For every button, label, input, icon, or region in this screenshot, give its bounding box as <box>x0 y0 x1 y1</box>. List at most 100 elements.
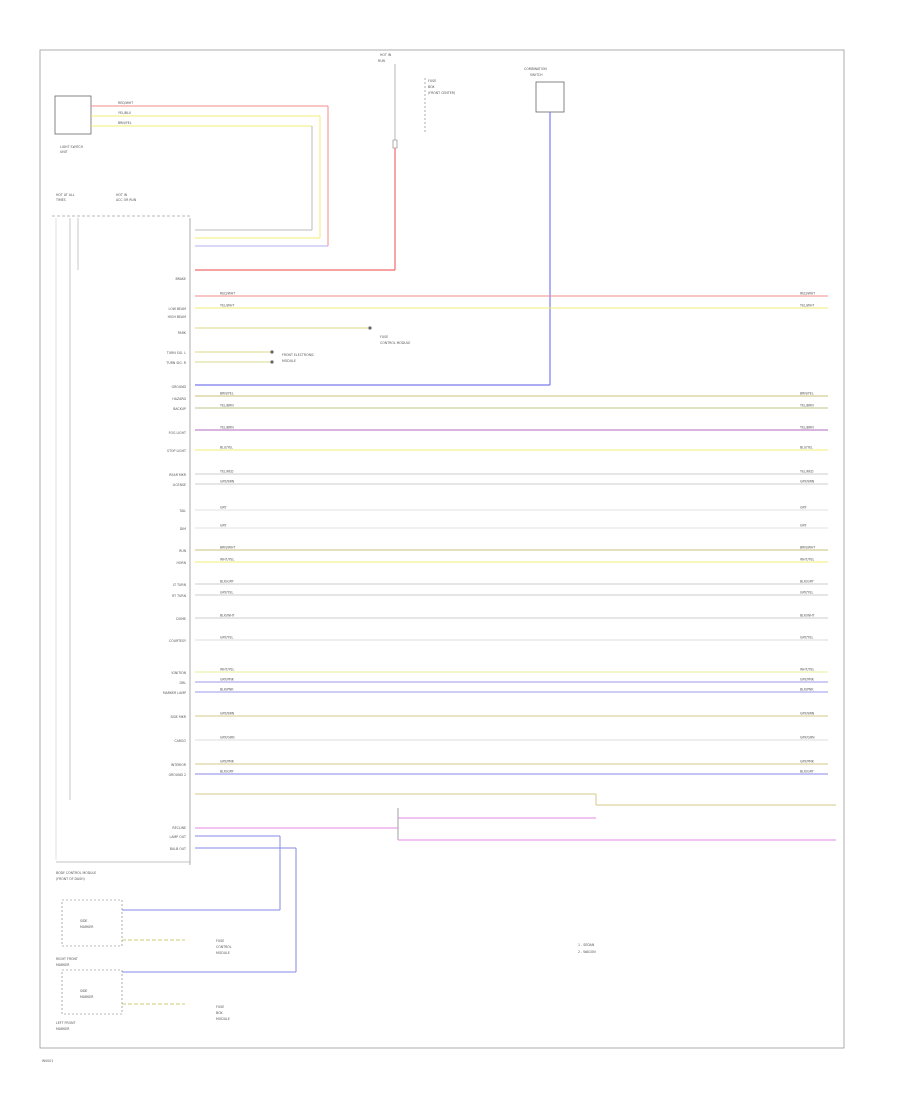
wire-21-code-left: GRY/PNK <box>220 760 235 764</box>
fuse-top-hdr-1: HOT IN <box>380 53 392 57</box>
wire-10-code-left: BRN/WHT <box>220 546 235 550</box>
row-label-12: LICENSE <box>173 483 186 487</box>
row-label-11: REAR MKR <box>169 473 186 477</box>
wire-6-code-right: YEL/RED <box>800 470 814 474</box>
fuse-low-a-1: FUSE <box>216 939 224 943</box>
wire-14-code-right: BLK/WHT <box>800 614 815 618</box>
row-label-15: RUN <box>179 549 187 553</box>
light-switch-label-2: UNIT <box>60 150 68 154</box>
hdr-a-1: HOT AT ALL <box>56 193 75 197</box>
wire-10-code-right: BRN/WHT <box>800 546 815 550</box>
row-label-27: GROUND 2 <box>169 773 186 777</box>
wire-0-code-right: RED/WHT <box>800 292 815 296</box>
wire-13-code-right: GRY/YEL <box>800 591 813 595</box>
splice-park <box>368 326 372 330</box>
fuse-top-desc-1: FUSE <box>428 79 436 83</box>
hdr-a-2: TIMES <box>55 198 66 202</box>
wire-13-code-left: GRY/YEL <box>220 591 233 595</box>
wire-3-code-right: YEL/BRN <box>800 404 814 408</box>
legend-2: 2 - WAGON <box>578 950 596 954</box>
combination-switch <box>535 81 565 113</box>
lh-marker-1: LEFT FRONT <box>56 1021 75 1025</box>
comb-switch-label-2: SWITCH <box>530 73 543 77</box>
wire-2-code-left: BRN/YEL <box>220 392 234 396</box>
rh-marker-1: RIGHT FRONT <box>56 957 78 961</box>
fuse-low-b-2: BOX <box>216 1011 223 1015</box>
wire-3-code-left: YEL/BRN <box>220 404 234 408</box>
row-label-10: STOP LIGHT <box>167 449 186 453</box>
side-marker-b: SIDE MARKER <box>61 847 297 1015</box>
wire-17-code-right: GRY/PNK <box>800 678 815 682</box>
fuse-top-symbol <box>392 139 398 149</box>
wire-5-code-right: BLU/YEL <box>800 446 813 450</box>
wire-12-code-right: BLK/GRY <box>800 580 814 584</box>
diagram-frame <box>39 49 845 1049</box>
wire-15-code-right: GRY/YEL <box>800 636 813 640</box>
wire-20-code-left: GRY/GRN <box>220 736 235 740</box>
wire-19-code-left: GRY/BRN <box>220 712 235 716</box>
row-label-1: LOW BEAM <box>169 307 187 311</box>
wire-12-code-left: BLK/GRY <box>220 580 234 584</box>
row-label-7: HAZARD <box>172 397 186 401</box>
side-b-label-1: SIDE <box>80 989 87 993</box>
splice-turn-l <box>270 350 274 354</box>
wire-16-code-right: WHT/YEL <box>800 668 815 672</box>
light-switch-unit <box>54 95 92 135</box>
row-label-29: LAMP OUT <box>169 835 186 839</box>
wire-8-code-left: GRY <box>220 506 226 510</box>
row-label-28: RECLINE <box>172 826 186 830</box>
wire-code-3: BRN/YEL <box>118 121 132 125</box>
row-label-26: INTERIOR <box>171 763 187 767</box>
wire-16-code-left: WHT/YEL <box>220 668 235 672</box>
wire-1-code-right: YEL/WHT <box>800 304 814 308</box>
fuse-low-b-3: MODULE <box>216 1017 230 1021</box>
side-a-label-2: MARKER <box>80 925 94 929</box>
bcm-label-1: BODY CONTROL MODULE <box>56 871 96 875</box>
wire-4-code-right: YEL/BRN <box>800 426 814 430</box>
fuse-mid-2: CONTROL MODULE <box>380 341 410 345</box>
row-label-13: TAIL <box>178 509 186 513</box>
wire-11-code-left: WHT/YEL <box>220 558 235 562</box>
row-label-4: TURN SIG. L <box>166 351 186 355</box>
module-mid-1: FRONT ELECTRONIC <box>282 353 315 357</box>
side-marker-a: SIDE MARKER <box>61 835 281 947</box>
row-label-20: COURTESY <box>169 639 186 643</box>
side-a-label-1: SIDE <box>80 919 87 923</box>
fuse-low-a-3: MODULE <box>216 951 230 955</box>
row-label-16: HORN <box>176 561 186 565</box>
legend-1: 1 - SEDAN <box>578 943 595 947</box>
wire-7-code-right: GRY/BRN <box>800 480 815 484</box>
light-switch-label-1: LIGHT SWITCH <box>60 145 84 149</box>
wire-0-code-left: RED/WHT <box>220 292 235 296</box>
row-label-22: DRL <box>180 681 187 685</box>
row-label-3: PARK <box>178 331 187 335</box>
wire-22-code-left: BLK/GRY <box>220 770 234 774</box>
wire-21-code-right: GRY/PNK <box>800 760 815 764</box>
fuse-top-hdr-2: RUN <box>378 59 386 63</box>
lh-marker-2: MARKER <box>56 1027 70 1031</box>
fuse-top-desc-3: (FRONT CENTER) <box>428 91 455 95</box>
wire-code-2: YEL/BLU <box>118 111 132 115</box>
row-label-9: FOG LIGHT <box>169 431 186 435</box>
fuse-mid-1: FUSE <box>380 335 388 339</box>
row-label-0: BRAKE <box>175 277 186 281</box>
row-label-6: GROUND <box>172 385 187 389</box>
wire-code-1: RED/WHT <box>118 101 133 105</box>
module-mid-2: MODULE <box>282 359 296 363</box>
row-label-2: HIGH BEAM <box>168 315 187 319</box>
fuse-top-desc-2: BOX <box>428 85 435 89</box>
row-label-19: DOME <box>176 617 186 621</box>
row-label-30: BULB OUT <box>170 847 186 851</box>
bcm-label-2: (FRONT OF DASH) <box>56 877 85 881</box>
comb-switch-label-1: COMBINATION <box>524 67 547 71</box>
wire-8-code-right: GRY <box>800 506 806 510</box>
row-label-25: CARGO <box>174 739 186 743</box>
wire-4-code-left: YEL/BRN <box>220 426 234 430</box>
footer-code: W0001 <box>42 1059 53 1063</box>
fuse-low-b-1: FUSE <box>216 1005 224 1009</box>
wire-19-code-right: GRY/BRN <box>800 712 815 716</box>
row-label-17: LT TURN <box>173 583 187 587</box>
